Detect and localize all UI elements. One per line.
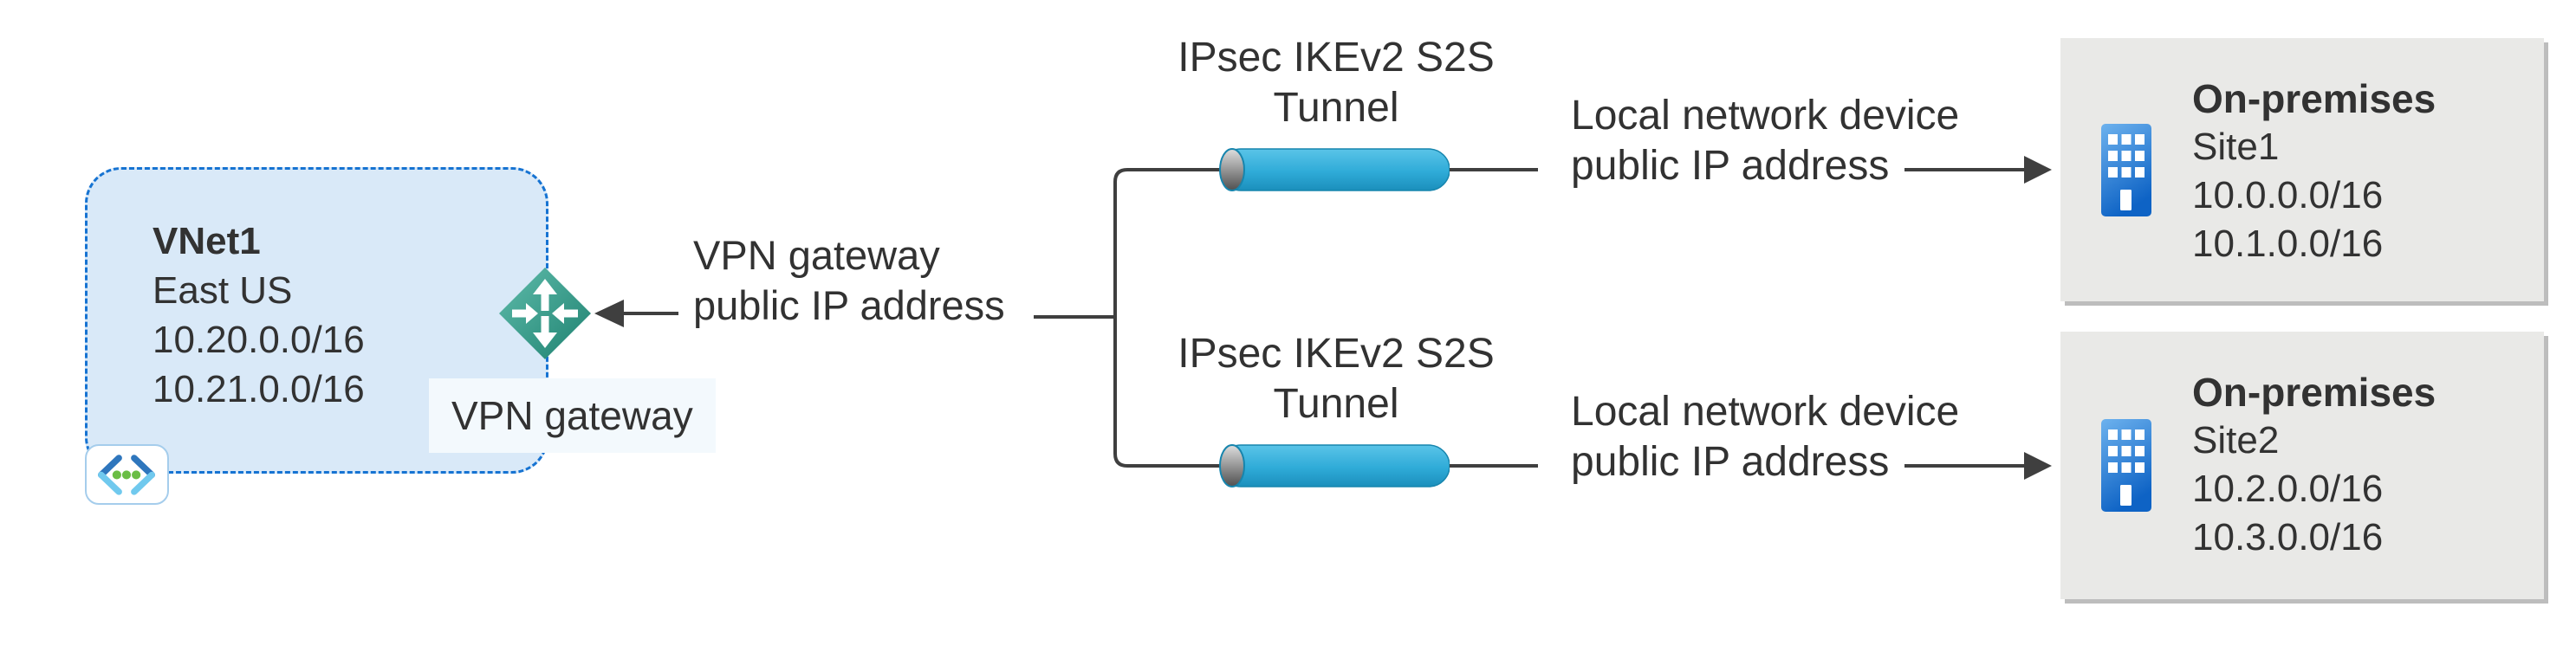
site2-title: On-premises xyxy=(2192,370,2436,415)
tunnel-icon-2 xyxy=(1219,444,1450,487)
gateway-arrowhead xyxy=(594,300,624,327)
site2-arrowhead xyxy=(2024,452,2052,480)
tunnel1-label-line2: Tunnel xyxy=(1273,85,1399,131)
site2-box: On-premises Site2 10.2.0.0/16 10.3.0.0/1… xyxy=(2060,332,2544,599)
gateway-ip-annotation: VPN gateway public IP address xyxy=(693,230,1005,331)
virtual-network-icon xyxy=(85,444,169,505)
vpn-gateway-icon xyxy=(499,268,591,359)
site1-name: Site1 xyxy=(2192,126,2280,168)
tunnel2-label-line1: IPsec IKEv2 S2S xyxy=(1178,331,1495,377)
device2-annotation: Local network device public IP address xyxy=(1571,387,1959,487)
gateway-ip-annotation-line2: public IP address xyxy=(693,282,1005,328)
site2-prefix-2: 10.3.0.0/16 xyxy=(2192,516,2384,558)
site1-box: On-premises Site1 10.0.0.0/16 10.1.0.0/1… xyxy=(2060,38,2544,301)
device1-annotation-line2: public IP address xyxy=(1571,143,1890,189)
site2-name: Site2 xyxy=(2192,419,2280,462)
tunnel-icon-1 xyxy=(1219,148,1450,191)
building-icon xyxy=(2101,124,2151,216)
site1-arrowhead xyxy=(2024,156,2052,184)
device1-annotation: Local network device public IP address xyxy=(1571,91,1959,191)
device1-annotation-line1: Local network device xyxy=(1571,93,1960,139)
site2-info: On-premises Site2 10.2.0.0/16 10.3.0.0/1… xyxy=(2192,368,2436,562)
site1-title: On-premises xyxy=(2192,76,2436,121)
vnet-prefix-2: 10.21.0.0/16 xyxy=(152,368,365,410)
vnet-prefix-1: 10.20.0.0/16 xyxy=(152,319,365,361)
tunnel1-label: IPsec IKEv2 S2S Tunnel xyxy=(1154,33,1518,133)
site2-prefix-1: 10.2.0.0/16 xyxy=(2192,468,2384,510)
site1-prefix-2: 10.1.0.0/16 xyxy=(2192,223,2384,265)
vnet-name: VNet1 xyxy=(152,220,261,262)
tunnel2-label-line2: Tunnel xyxy=(1273,381,1399,427)
vnet-info: VNet1 East US 10.20.0.0/16 10.21.0.0/16 xyxy=(152,216,365,414)
vpn-gateway-label-text: VPN gateway xyxy=(451,393,693,438)
vnet-region: East US xyxy=(152,269,293,312)
building-icon xyxy=(2101,419,2151,512)
vpn-gateway-label: VPN gateway xyxy=(429,378,716,453)
tunnel2-label: IPsec IKEv2 S2S Tunnel xyxy=(1154,329,1518,429)
tunnel1-label-line1: IPsec IKEv2 S2S xyxy=(1178,35,1495,81)
fork-branch-path xyxy=(1113,168,1221,468)
device2-annotation-line1: Local network device xyxy=(1571,389,1960,435)
site1-prefix-1: 10.0.0.0/16 xyxy=(2192,174,2384,216)
gateway-ip-annotation-line1: VPN gateway xyxy=(693,232,940,278)
device2-annotation-line2: public IP address xyxy=(1571,439,1890,485)
site1-info: On-premises Site1 10.0.0.0/16 10.1.0.0/1… xyxy=(2192,74,2436,268)
